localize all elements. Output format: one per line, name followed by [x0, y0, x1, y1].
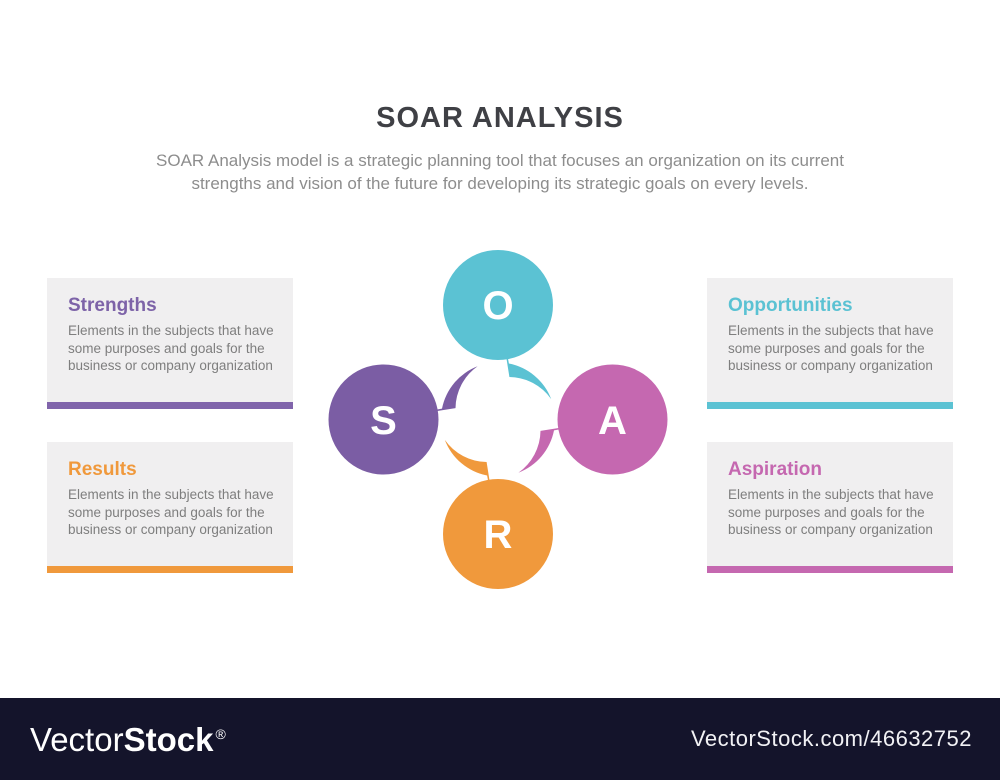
logo-light-text: Vector: [30, 720, 124, 758]
strengths-card-title: Strengths: [68, 295, 157, 316]
page-subtitle: SOAR Analysis model is a strategic plann…: [0, 150, 1000, 195]
circle-s: [328, 364, 439, 475]
results-card: Results Elements in the subjects that ha…: [47, 442, 293, 573]
registered-icon: ®: [215, 725, 226, 742]
circle-o: [443, 250, 553, 360]
watermark-bar: VectorStock® VectorStock.com/46632752: [0, 698, 1000, 780]
letter-a: A: [598, 399, 627, 443]
page-title: SOAR ANALYSIS: [376, 102, 624, 134]
opportunities-card-title: Opportunities: [728, 295, 853, 316]
aspiration-card-title: Aspiration: [728, 459, 822, 480]
opportunities-card: Opportunities Elements in the subjects t…: [707, 278, 953, 409]
letter-s: S: [370, 399, 397, 443]
aspiration-card: Aspiration Elements in the subjects that…: [707, 442, 953, 573]
tail-a-icon: [518, 419, 613, 473]
strengths-card: Strengths Elements in the subjects that …: [47, 278, 293, 409]
watermark-url: VectorStock.com/46632752: [690, 726, 972, 751]
logo-bold-text: Stock: [123, 720, 214, 758]
aspiration-card-body: Elements in the subjects that have some …: [728, 487, 934, 537]
tail-s-icon: [383, 366, 478, 420]
opportunities-card-body: Elements in the subjects that have some …: [728, 323, 934, 373]
strengths-card-body: Elements in the subjects that have some …: [68, 323, 274, 373]
tail-o-icon: [498, 305, 552, 400]
results-card-title: Results: [68, 459, 137, 480]
results-card-body: Elements in the subjects that have some …: [68, 487, 274, 537]
circle-r: [443, 479, 553, 589]
subtitle-line-2: strengths and vision of the future for d…: [191, 173, 809, 193]
tail-r-icon: [444, 439, 498, 534]
letter-r: R: [484, 513, 513, 557]
circle-a: [557, 364, 668, 475]
subtitle-line-1: SOAR Analysis model is a strategic plann…: [156, 151, 844, 170]
letter-o: O: [482, 284, 513, 328]
vectorstock-logo: VectorStock®: [30, 723, 226, 756]
